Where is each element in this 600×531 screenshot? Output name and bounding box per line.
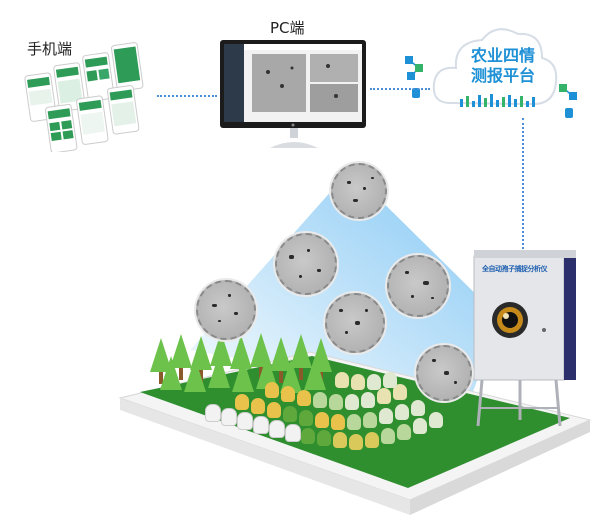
- cloud-icon: [430, 18, 560, 118]
- device-label: 全自动孢子捕捉分析仪: [482, 265, 548, 273]
- petri-dish-icon: [196, 280, 256, 340]
- desktop-monitor-icon: [218, 38, 368, 156]
- cloud-title-line1: 农业四情: [470, 46, 535, 65]
- petri-dish-icon: [325, 293, 385, 353]
- petri-dish-icon: [416, 345, 472, 401]
- connector-pc-cloud: [370, 88, 430, 90]
- petri-dish-icon: [331, 163, 387, 219]
- network-nodes-icon: [557, 82, 581, 122]
- petri-dish-icon: [275, 233, 337, 295]
- phone-screens-icon: [20, 42, 150, 154]
- cloud-title: 农业四情 测报平台: [458, 46, 548, 86]
- mobile-label: 手机端: [27, 40, 73, 58]
- cloud-title-line2: 测报平台: [470, 66, 535, 85]
- cloud-bars: [460, 92, 540, 107]
- camera-lens-icon: [490, 300, 530, 340]
- network-nodes-icon: [403, 54, 427, 100]
- crop-rows: [195, 368, 485, 468]
- pc-label: PC端: [270, 19, 305, 37]
- spore-analyzer-device: [470, 250, 580, 430]
- connector-mobile-pc: [157, 95, 217, 97]
- petri-dish-icon: [387, 255, 449, 317]
- connector-cloud-device: [522, 118, 524, 253]
- tree-row: [150, 332, 350, 418]
